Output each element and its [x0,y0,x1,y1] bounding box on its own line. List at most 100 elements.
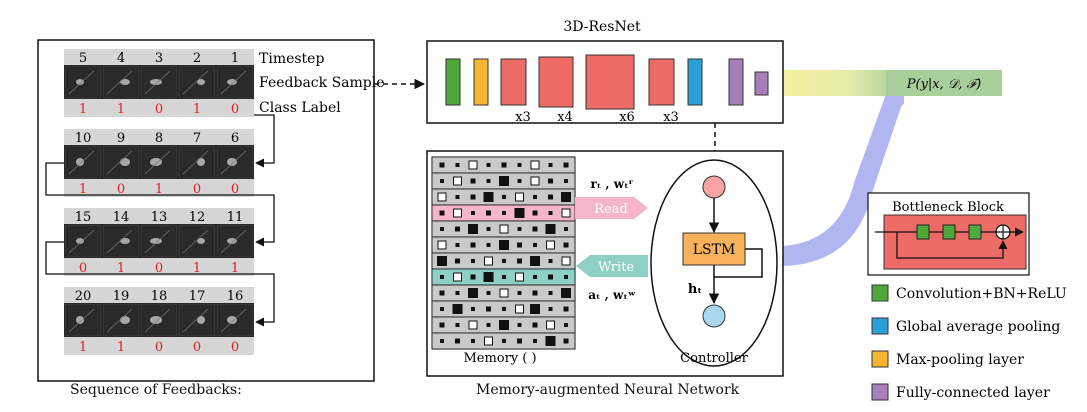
class-label-value: 0 [155,340,163,355]
timestep-number: 7 [193,131,201,146]
memory-cell [486,291,491,295]
resnet-fc-block-2 [754,71,769,96]
memory-cell [530,176,540,186]
memory-cell [439,162,445,168]
sample-lesion [197,158,205,166]
multiplier-stage-1: x3 [515,110,531,125]
bottleneck-red-box [883,214,1027,270]
memory-cell [440,227,444,231]
sample-vessel [144,308,171,333]
memory-cell [533,275,537,279]
sample-lesion [197,79,205,85]
timestep-number: 6 [231,131,239,146]
memory-cell [455,195,460,199]
memory-cell [548,194,553,200]
memory-cell [548,291,553,295]
memory-cell [517,227,522,231]
memory-cell [546,240,555,250]
bottleneck-conv-3 [968,224,982,240]
class-label-value: 0 [193,340,201,355]
sample-vessel [144,150,171,175]
sample-vessel [220,70,247,95]
memory-cell [499,240,509,250]
memory-cell [530,160,540,170]
memory-cell [470,242,476,248]
sample-lesion [227,238,237,244]
memory-cell [499,176,509,186]
legend-label: Convolution+BN+ReLU [896,286,1067,302]
class-label-value: 1 [117,102,125,117]
legend-swatch [871,317,889,335]
memory-cell [517,338,522,344]
sample-lesion [120,238,130,244]
timestep-number: 19 [113,289,130,304]
memory-cell [455,338,460,344]
class-label-strip [64,99,254,117]
memory-cell [502,275,506,279]
row-label-timestep: Timestep [259,51,324,67]
timestep-strip [64,287,254,303]
memory-cell [439,290,445,296]
legend-swatch [871,350,889,368]
sample-vessel [68,229,95,254]
class-label-value: 0 [193,182,201,197]
memory-cell [561,256,571,266]
memory-cell [455,258,460,264]
feedback-caption: Sequence of Feedbacks: [70,382,242,398]
memory-cell [564,227,568,231]
memory-cell [484,336,493,346]
resnet-conv-block [445,58,461,106]
memory-cell [532,290,538,296]
memory-cell [470,178,476,184]
memory-cell [517,179,522,183]
memory-cell [517,163,522,167]
class-label-value: 0 [231,182,239,197]
memory-cell [517,323,522,327]
memory-cell [563,338,569,344]
timestep-number: 11 [227,210,244,225]
resnet-output-band [783,70,901,96]
timestep-number: 2 [193,51,201,66]
memory-cell [502,259,506,263]
resnet-maxpool-block [473,58,489,106]
sample-vessel [68,308,95,333]
legend-label: Global average pooling [896,319,1060,335]
memory-cell [453,176,462,186]
memory-cell [514,208,525,218]
sample-vessel [68,150,95,175]
sample-lesion [197,238,205,244]
memory-cell [502,307,506,311]
write-arrow [576,255,648,277]
memory-cell [502,195,506,199]
memory-cell [440,307,444,311]
lstm-block [682,232,746,266]
memory-cell [437,240,447,250]
memory-cell [564,323,568,327]
memory-cell [439,322,445,328]
memory-cell [471,339,475,343]
memory-cell [530,256,540,266]
legend-swatch [871,284,889,302]
memory-cell [486,210,491,216]
resnet-bottleneck-stage-1 [500,58,527,106]
memory-cell [468,288,478,298]
sample-lesion [120,158,130,166]
sample-vessel [182,150,209,175]
memory-label: Memory ( ) [463,351,536,366]
resnet-title: 3D-ResNet [563,19,641,35]
memory-cell [486,243,491,247]
class-label-value: 1 [79,102,87,117]
row-label-class-label: Class Label [259,100,341,116]
memory-cell [561,208,571,218]
memory-cell [515,272,524,282]
timestep-strip [64,49,254,65]
controller-output-node [702,304,726,328]
memory-cell [530,304,540,314]
sample-vessel [144,229,171,254]
class-label-strip [64,179,254,197]
memory-cell [471,307,475,311]
memory-cell [515,192,524,202]
class-label-value: 0 [79,261,87,276]
feedback-rows: 5141302110101908170601501411301211112011… [45,49,275,355]
